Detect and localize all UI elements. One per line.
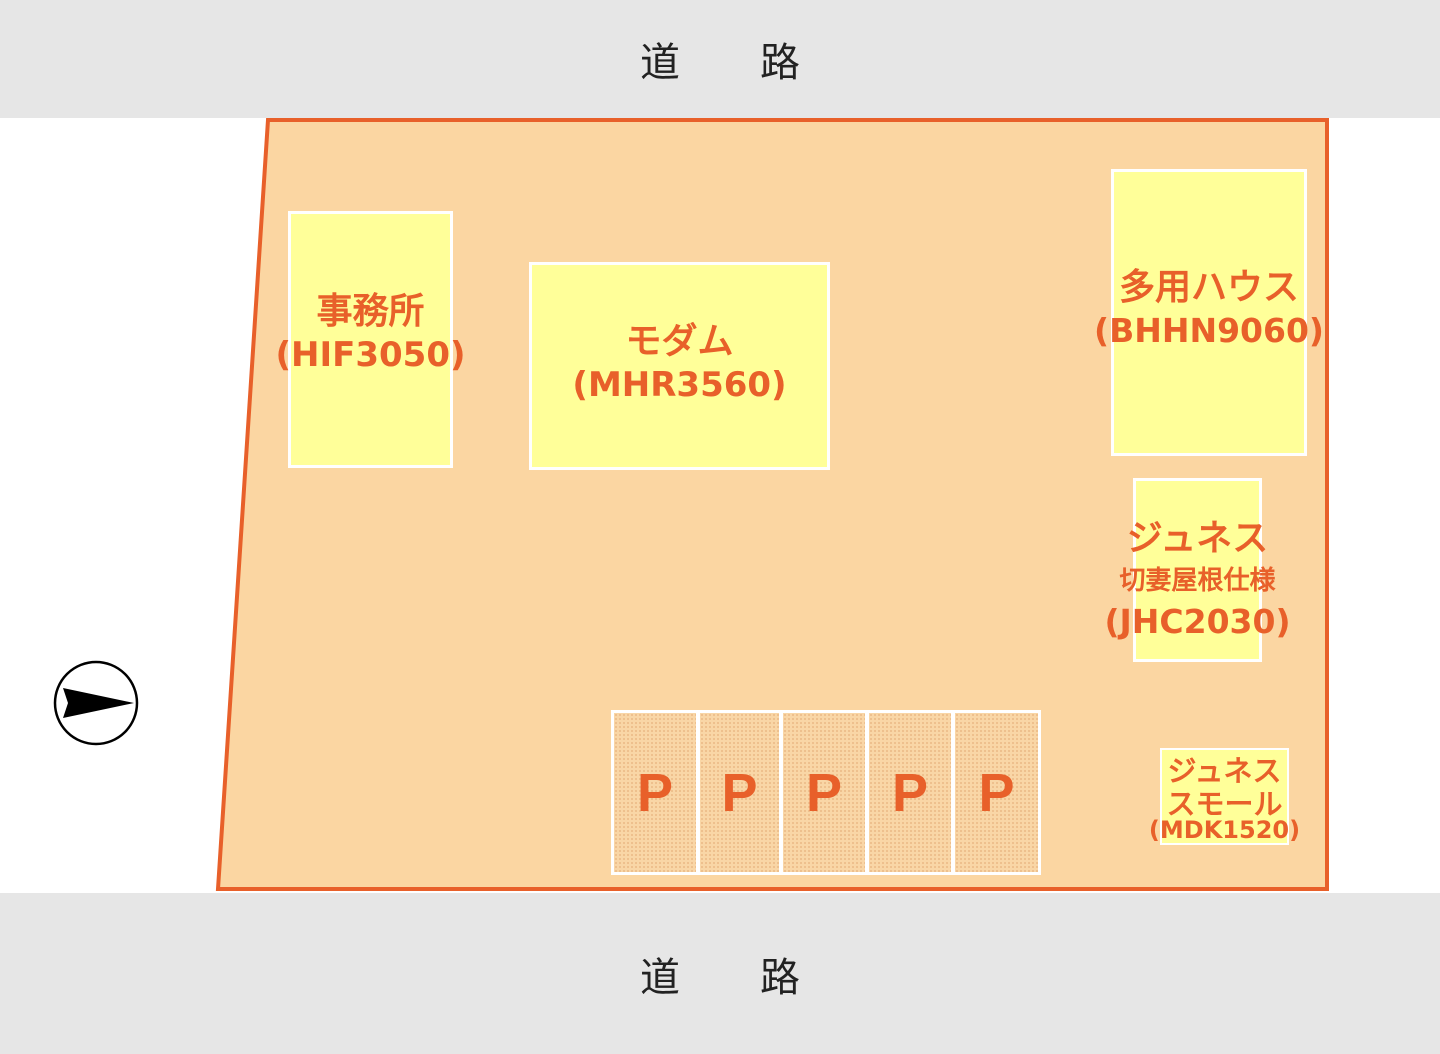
road-top: 道 路 — [0, 0, 1440, 118]
building-modam: モダム (MHR3560) — [529, 262, 830, 470]
road-bottom: 道 路 — [0, 893, 1440, 1054]
building-junes-name: ジュネス — [1126, 518, 1269, 559]
parking-space: P — [611, 710, 699, 875]
building-junes-small-sub: スモール — [1166, 787, 1283, 821]
building-multi: 多用ハウス (BHHN9060) — [1094, 169, 1324, 456]
building-junes: ジュネス 切妻屋根仕様 (JHC2030) — [1104, 478, 1291, 662]
north-arrow-icon — [53, 660, 139, 746]
parking-space: P — [866, 710, 954, 875]
parking-label: P — [891, 762, 929, 823]
building-junes-sub: 切妻屋根仕様 — [1119, 566, 1276, 596]
building-modam-model: (MHR3560) — [572, 365, 787, 405]
parking-label: P — [636, 762, 674, 823]
building-office-name: 事務所 — [316, 291, 425, 332]
building-multi-name: 多用ハウス — [1118, 267, 1300, 308]
building-junes-model: (JHC2030) — [1104, 602, 1291, 641]
building-junes-small: ジュネス スモール (MDK1520) — [1149, 748, 1300, 845]
building-modam-name: モダム — [625, 321, 734, 362]
parking-space: P — [697, 710, 782, 875]
parking-space: P — [952, 710, 1041, 875]
parking-space: P — [780, 710, 868, 875]
parking-label: P — [978, 762, 1015, 823]
lot-boundary — [215, 118, 1329, 891]
road-bottom-label: 道 路 — [640, 954, 800, 1001]
parking-label: P — [805, 762, 843, 823]
building-office: 事務所 (HIF3050) — [275, 211, 466, 468]
building-junes-small-name: ジュネス — [1167, 754, 1282, 788]
building-multi-model: (BHHN9060) — [1093, 311, 1325, 350]
building-junes-small-model: (MDK1520) — [1148, 816, 1301, 844]
road-top-label: 道 路 — [640, 40, 800, 86]
parking-label: P — [721, 762, 758, 823]
building-office-model: (HIF3050) — [275, 335, 466, 375]
